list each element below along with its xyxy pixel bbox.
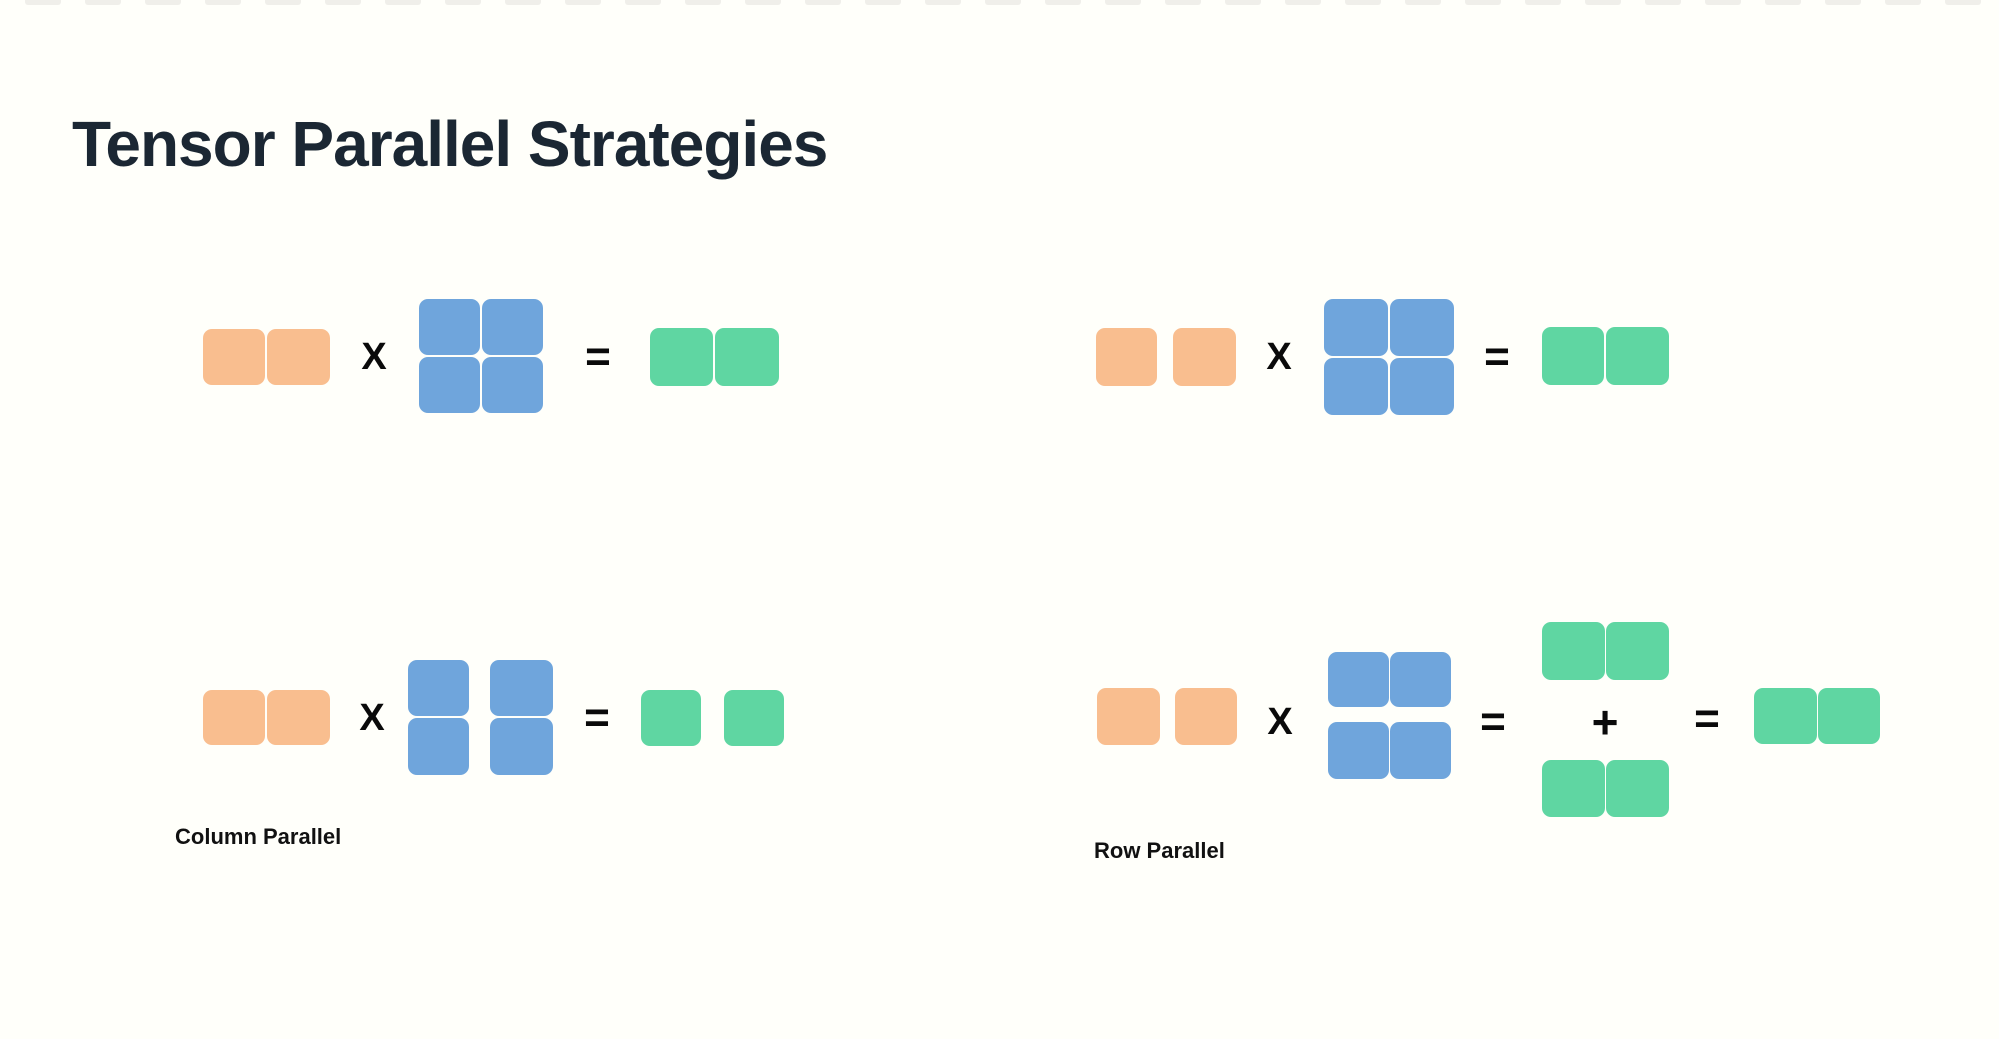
- multiply-operator: X: [361, 336, 387, 378]
- top-edge-tab: [265, 0, 301, 5]
- top-edge-tab: [505, 0, 541, 5]
- top-edge-tab: [865, 0, 901, 5]
- weight-matrix-block: [408, 660, 469, 716]
- multiply-operator: X: [1267, 701, 1293, 743]
- weight-matrix-block: [1324, 358, 1388, 415]
- weight-matrix-block: [490, 660, 553, 716]
- output-matrix-block: [1606, 327, 1669, 385]
- weight-matrix-block: [1328, 722, 1389, 779]
- output-matrix-block: [1818, 688, 1880, 744]
- input-matrix-block: [203, 690, 265, 745]
- input-matrix-block: [267, 329, 330, 385]
- weight-matrix-block: [1328, 652, 1389, 707]
- top-edge-tab: [205, 0, 241, 5]
- column-parallel-label: Column Parallel: [175, 824, 342, 849]
- plus-operator: +: [1591, 696, 1619, 748]
- weight-matrix-block: [1324, 299, 1388, 356]
- top-edge-tab: [1525, 0, 1561, 5]
- output-matrix-block: [650, 328, 713, 386]
- weight-matrix-block: [1390, 652, 1451, 707]
- weight-matrix-block: [419, 299, 480, 355]
- top-edge-tab: [1105, 0, 1141, 5]
- row-parallel-label: Row Parallel: [1094, 838, 1225, 863]
- weight-matrix-block: [1390, 722, 1451, 779]
- weight-matrix-block: [408, 718, 469, 775]
- output-matrix-block: [641, 690, 701, 746]
- top-edge-tab: [625, 0, 661, 5]
- weight-matrix-block: [482, 357, 543, 413]
- top-edge-tab: [565, 0, 601, 5]
- top-edge-tab: [925, 0, 961, 5]
- top-edge-tab: [1465, 0, 1501, 5]
- output-matrix-block: [1542, 327, 1604, 385]
- weight-matrix-block: [1390, 299, 1454, 356]
- input-matrix-block: [1096, 328, 1157, 386]
- input-matrix-block: [1175, 688, 1237, 745]
- multiply-operator: X: [359, 697, 385, 739]
- equals-operator: =: [584, 693, 610, 742]
- weight-matrix-block: [1390, 358, 1454, 415]
- weight-matrix-block: [419, 357, 480, 413]
- output-matrix-block: [1542, 622, 1605, 680]
- input-matrix-block: [1173, 328, 1236, 386]
- top-edge-tab: [85, 0, 121, 5]
- top-edge-tab: [1345, 0, 1381, 5]
- top-edge-tab: [1225, 0, 1261, 5]
- weight-matrix-block: [482, 299, 543, 355]
- top-edge-tab: [1945, 0, 1981, 5]
- equals-operator: =: [1484, 332, 1510, 381]
- output-matrix-block: [1606, 622, 1669, 680]
- top-edge-tab: [1165, 0, 1201, 5]
- top-edge-tab: [25, 0, 61, 5]
- top-edge-tab: [145, 0, 181, 5]
- output-matrix-block: [715, 328, 779, 386]
- equals-operator: =: [1480, 697, 1506, 746]
- output-matrix-block: [1542, 760, 1605, 817]
- top-edge-tab: [1045, 0, 1081, 5]
- output-matrix-block: [1606, 760, 1669, 817]
- top-edge-tab: [1585, 0, 1621, 5]
- equals-operator: =: [585, 332, 611, 381]
- top-edge-tab: [1285, 0, 1321, 5]
- top-edge-tab: [1765, 0, 1801, 5]
- top-edge-tab: [1705, 0, 1741, 5]
- output-matrix-block: [724, 690, 784, 746]
- top-edge-tab: [445, 0, 481, 5]
- top-edge-tab: [325, 0, 361, 5]
- top-edge-tab: [385, 0, 421, 5]
- input-matrix-block: [1097, 688, 1160, 745]
- equals-operator: =: [1694, 694, 1720, 743]
- input-matrix-block: [267, 690, 330, 745]
- top-edge-tab: [1825, 0, 1861, 5]
- top-edge-tab: [685, 0, 721, 5]
- multiply-operator: X: [1266, 336, 1292, 378]
- weight-matrix-block: [490, 718, 553, 775]
- output-matrix-block: [1754, 688, 1817, 744]
- top-edge-tab: [745, 0, 781, 5]
- top-edge-tab: [985, 0, 1021, 5]
- input-matrix-block: [203, 329, 265, 385]
- top-edge-tab: [805, 0, 841, 5]
- top-edge-tab: [1645, 0, 1681, 5]
- page-title: Tensor Parallel Strategies: [72, 107, 828, 180]
- top-edge-tab: [1405, 0, 1441, 5]
- top-edge-tab: [1885, 0, 1921, 5]
